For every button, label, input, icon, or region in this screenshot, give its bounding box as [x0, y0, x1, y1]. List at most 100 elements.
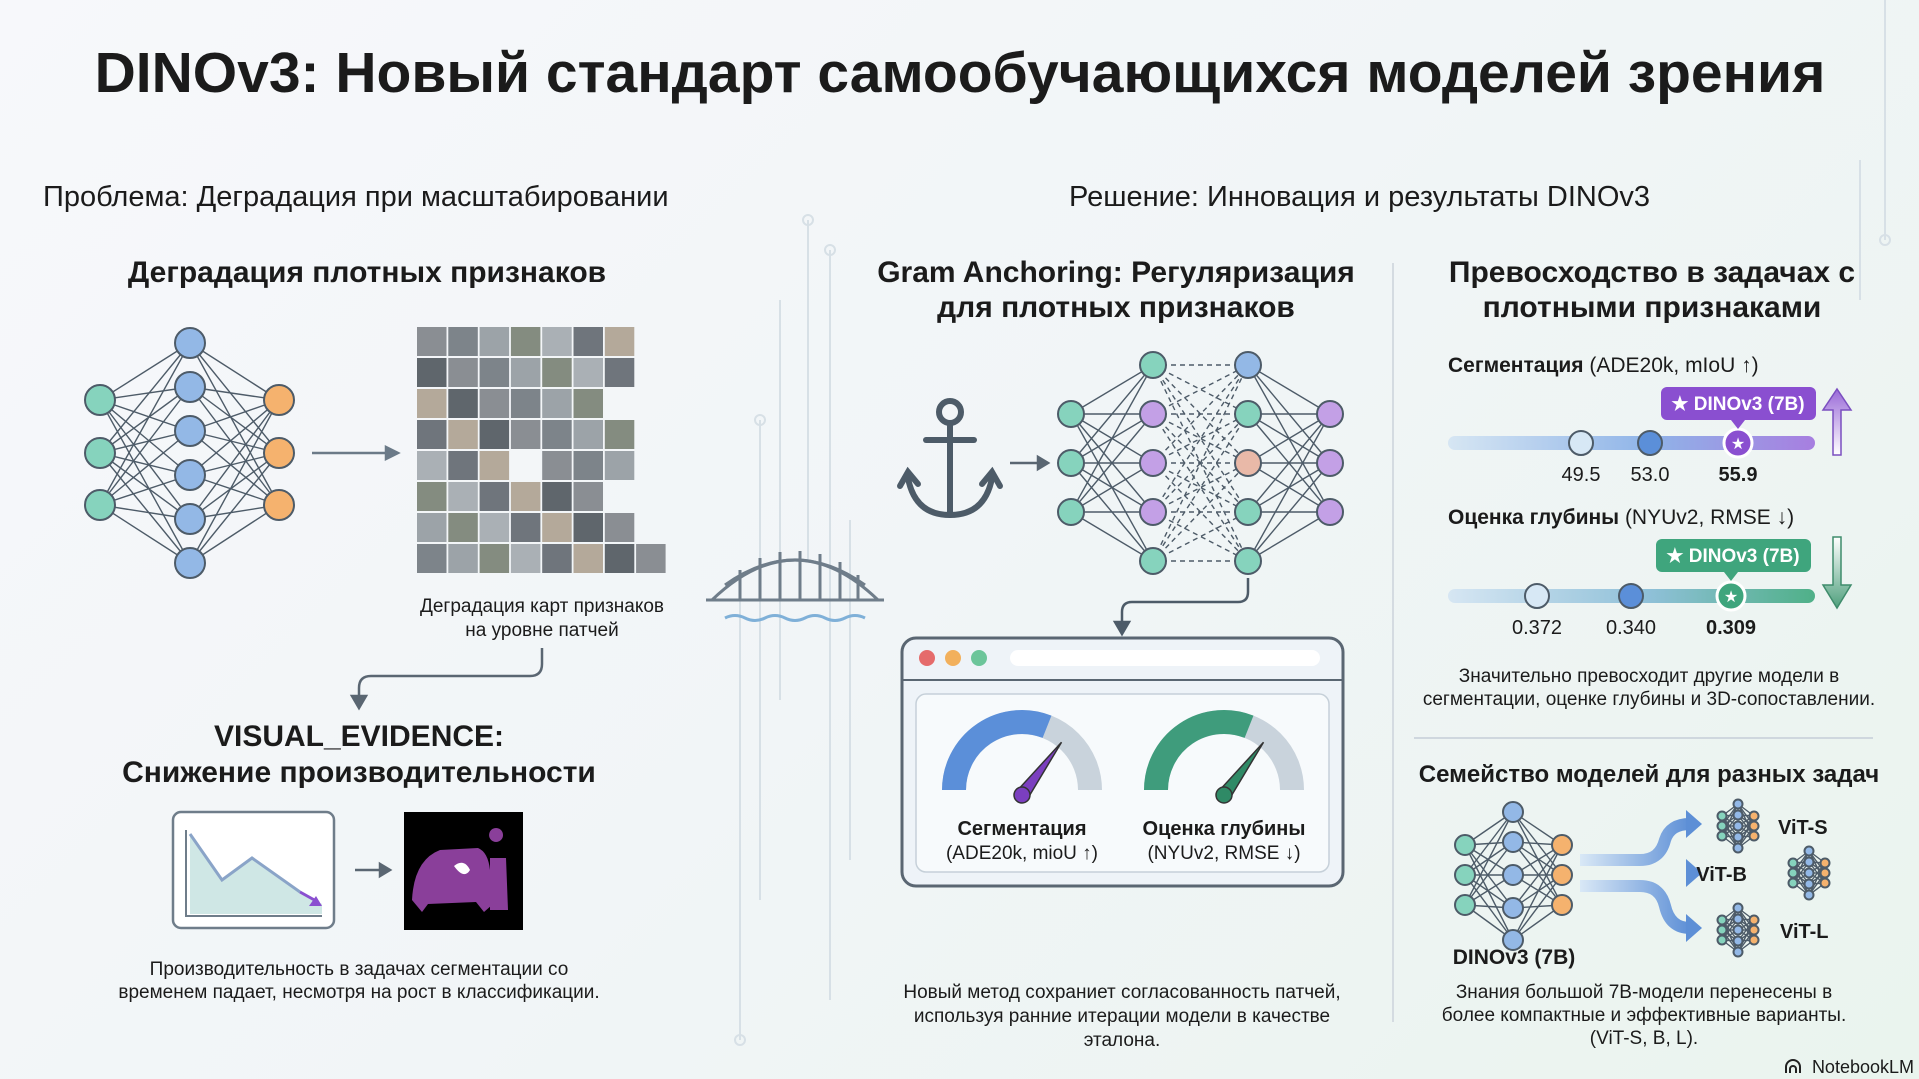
image-patch — [479, 451, 510, 480]
network-edge — [189, 342, 280, 506]
family-caption-line2: более компактные и эффективные варианты. — [1442, 1005, 1846, 1026]
network-node — [1716, 914, 1728, 926]
network-node — [1057, 400, 1085, 428]
network-node — [1732, 913, 1744, 925]
network-edge — [1247, 413, 1331, 562]
network-edge — [1512, 874, 1563, 941]
gram-caption-line1: Новый метод сохраниет согласованность па… — [903, 982, 1340, 1003]
gauge-1: Оценка глубины(NYUv2, RMSE ↓) — [1143, 710, 1306, 864]
image-patch — [510, 327, 541, 356]
network-node — [1787, 857, 1799, 869]
network-node — [1139, 351, 1167, 379]
network-node — [84, 489, 116, 521]
problem-heading: Проблема: Деградация при масштабировании — [43, 181, 669, 213]
network-node — [1716, 924, 1728, 936]
image-patch — [604, 358, 635, 387]
gram-caption-line3: эталона. — [1084, 1030, 1161, 1051]
notebooklm-logo-icon — [1785, 1059, 1801, 1073]
image-patch — [479, 544, 510, 573]
arrow-right-icon — [312, 444, 401, 462]
vit-network-icon — [1787, 845, 1831, 901]
network-edge — [99, 386, 191, 454]
image-patch — [448, 358, 478, 387]
network-node — [84, 437, 116, 469]
image-patch — [448, 482, 478, 511]
network-node — [174, 459, 206, 491]
network-edge — [99, 430, 191, 506]
network-edge — [1152, 364, 1249, 464]
metric-value: 0.372 — [1512, 617, 1562, 639]
image-patch — [604, 451, 635, 480]
network-edge — [189, 504, 280, 564]
arrow-head-icon — [1686, 810, 1702, 838]
image-patch — [604, 544, 635, 573]
results-caption-line1: Значительно превосходит другие модели в — [1459, 666, 1840, 687]
notebooklm-logo: NotebookLM — [1812, 1057, 1914, 1077]
image-patch — [448, 327, 478, 356]
gram-anchoring-title-line1: Gram Anchoring: Регуляризация — [877, 256, 1355, 289]
network-edge — [1152, 364, 1249, 513]
network-node — [1234, 449, 1262, 477]
dinov3-badge — [1656, 539, 1811, 572]
network-edge — [1247, 462, 1331, 562]
image-patch — [448, 513, 478, 542]
image-patch — [542, 482, 572, 511]
arrow-right-icon — [1010, 454, 1051, 472]
network-node — [263, 384, 295, 416]
network-node — [263, 437, 295, 469]
image-patch — [636, 544, 666, 573]
image-patch — [542, 451, 572, 480]
network-node — [1139, 449, 1167, 477]
network-edge — [1464, 874, 1514, 941]
network-node — [1139, 498, 1167, 526]
evidence-title-line2: Снижение производительности — [122, 756, 596, 789]
network-node — [174, 547, 206, 579]
window-close-dot — [919, 650, 935, 666]
window-maximize-dot — [971, 650, 987, 666]
network-edge — [1464, 841, 1514, 906]
results-title-line1: Превосходство в задачах с — [1449, 256, 1855, 289]
image-patch — [573, 420, 603, 449]
image-patch — [604, 327, 635, 356]
star-icon: ★ — [1731, 436, 1745, 453]
network-edge — [99, 399, 191, 520]
declining-chart-icon — [171, 810, 336, 930]
evidence-title-line1: VISUAL_EVIDENCE: — [214, 720, 504, 753]
network-node — [1502, 801, 1524, 823]
network-node — [1057, 498, 1085, 526]
gram-caption-line2: используя ранние итерации модели в качес… — [914, 1006, 1330, 1027]
network-node — [1234, 547, 1262, 575]
segmentation-mask-image — [404, 812, 523, 930]
network-node — [1803, 878, 1815, 890]
image-patch — [604, 513, 635, 542]
circuit-decoration — [734, 0, 1891, 1046]
arrow-right-icon — [355, 861, 393, 879]
gauge-label: Оценка глубины — [1143, 818, 1306, 840]
image-patch — [510, 482, 541, 511]
family-source-label: DINOv3 (7B) — [1453, 946, 1576, 969]
window-minimize-dot — [945, 650, 961, 666]
arrow-head-icon — [1686, 914, 1702, 942]
network-edge — [1152, 462, 1249, 562]
image-patch — [417, 451, 447, 480]
network-edge — [1152, 413, 1249, 562]
dinov3-7b-network-icon — [1454, 801, 1573, 951]
network-node — [1551, 834, 1573, 856]
network-edge — [1152, 364, 1249, 464]
network-node — [1551, 864, 1573, 886]
network-edge — [1152, 413, 1249, 562]
network-node — [1454, 834, 1476, 856]
network-node — [1748, 810, 1760, 822]
star-icon: ★ — [1724, 589, 1738, 606]
network-node — [1502, 897, 1524, 919]
network-node — [1454, 894, 1476, 916]
network-node — [1748, 924, 1760, 936]
network-edge — [189, 399, 280, 520]
family-caption-line1: Знания большой 7B-модели перенесены в — [1456, 982, 1832, 1003]
metric-label: Оценка глубины (NYUv2, RMSE ↓) — [1448, 506, 1794, 529]
network-edge — [1070, 364, 1154, 513]
metric-track — [1448, 436, 1815, 450]
network-edge — [189, 386, 280, 454]
network-node — [1732, 820, 1744, 832]
